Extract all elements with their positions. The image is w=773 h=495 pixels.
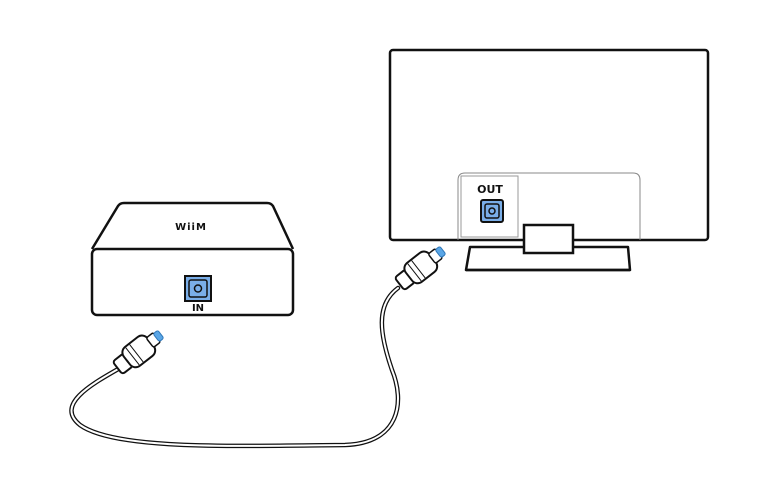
optical-port-icon xyxy=(184,275,212,302)
tv-rear-panel xyxy=(457,172,641,240)
tv: OUT xyxy=(388,48,710,272)
receiver-top xyxy=(90,201,295,250)
receiver-port-label: IN xyxy=(192,303,204,314)
receiver: WiiM IN xyxy=(90,201,295,317)
connector-left xyxy=(112,330,164,375)
connector-right-tip xyxy=(435,246,446,258)
optical-port-icon xyxy=(480,199,504,223)
tv-screen xyxy=(388,48,710,242)
receiver-logo: WiiM xyxy=(175,222,207,233)
tv-stand-neck xyxy=(522,223,575,255)
connector-right xyxy=(394,246,446,291)
connector-left-tip xyxy=(153,330,164,342)
optical-cable xyxy=(69,285,401,449)
tv-port-label: OUT xyxy=(477,183,503,196)
